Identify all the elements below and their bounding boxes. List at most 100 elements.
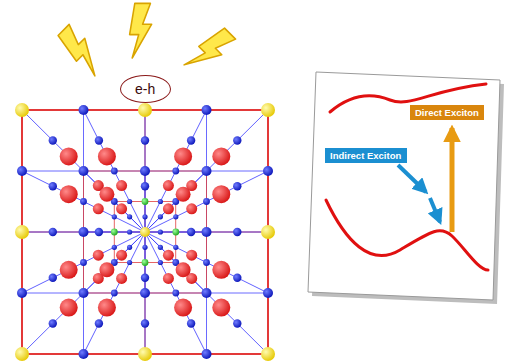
- atom-sphere: [79, 349, 89, 359]
- atom-sphere: [261, 347, 275, 361]
- atom-sphere: [116, 180, 127, 191]
- atom-sphere: [80, 259, 87, 266]
- atom-sphere: [141, 182, 149, 190]
- atom-sphere: [112, 214, 117, 219]
- atom-sphere: [127, 229, 132, 234]
- atom-sphere: [158, 229, 163, 234]
- atom-sphere: [111, 290, 118, 297]
- atom-sphere: [60, 147, 78, 165]
- atom-sphere: [186, 203, 197, 214]
- atom-sphere: [112, 260, 117, 265]
- atom-sphere: [233, 228, 241, 236]
- atom-sphere: [140, 288, 150, 298]
- atom-sphere: [158, 199, 163, 204]
- atom-sphere: [186, 250, 197, 261]
- atom-sphere: [79, 288, 89, 298]
- crystal-lattice: [15, 103, 275, 361]
- atom-sphere: [187, 136, 195, 144]
- lattice-line: [145, 232, 268, 293]
- atom-sphere: [99, 187, 114, 202]
- atom-sphere: [212, 299, 230, 317]
- atom-sphere: [203, 198, 210, 205]
- atom-sphere: [60, 299, 78, 317]
- atom-sphere: [98, 299, 116, 317]
- lattice-line: [22, 110, 145, 232]
- atom-sphere: [142, 260, 147, 265]
- atom-sphere: [49, 228, 57, 236]
- atom-sphere: [111, 229, 118, 236]
- atom-sphere: [163, 203, 174, 214]
- atom-sphere: [212, 185, 230, 203]
- atom-sphere: [127, 245, 132, 250]
- atom-sphere: [233, 182, 241, 190]
- lattice-line: [84, 232, 146, 354]
- atom-sphere: [112, 199, 117, 204]
- atom-sphere: [60, 261, 78, 279]
- lattice-line: [22, 232, 145, 293]
- atom-sphere: [202, 105, 212, 115]
- atom-sphere: [187, 228, 195, 236]
- atom-sphere: [95, 136, 103, 144]
- atom-sphere: [141, 319, 149, 327]
- atom-sphere: [111, 168, 118, 175]
- atom-sphere: [15, 347, 29, 361]
- atom-sphere: [127, 214, 132, 219]
- lattice-line: [84, 171, 146, 232]
- lattice-line: [22, 232, 145, 354]
- atom-sphere: [49, 274, 57, 282]
- direct-label-box: Direct Exciton: [410, 105, 484, 120]
- atom-sphere: [116, 273, 127, 284]
- lattice-line: [145, 232, 268, 354]
- atom-sphere: [173, 199, 178, 204]
- atom-sphere: [17, 288, 27, 298]
- lattice-frame: [22, 110, 268, 354]
- lattice-line: [84, 232, 146, 293]
- atom-sphere: [142, 245, 147, 250]
- atom-sphere: [173, 260, 178, 265]
- atom-sphere: [163, 250, 174, 261]
- atom-sphere: [173, 229, 178, 234]
- atom-sphere: [173, 214, 178, 219]
- atom-sphere: [15, 225, 29, 239]
- atom-sphere: [212, 147, 230, 165]
- atom-sphere: [49, 136, 57, 144]
- atom-sphere: [116, 250, 127, 261]
- atom-sphere: [202, 349, 212, 359]
- atom-sphere: [99, 262, 114, 277]
- atom-sphere: [203, 259, 210, 266]
- atom-sphere: [172, 229, 179, 236]
- atom-sphere: [142, 199, 147, 204]
- atom-sphere: [112, 245, 117, 250]
- atom-sphere: [138, 347, 152, 361]
- lattice-line: [22, 171, 145, 232]
- atom-sphere: [112, 229, 117, 234]
- atom-sphere: [202, 227, 212, 237]
- atom-sphere: [261, 103, 275, 117]
- atom-sphere: [141, 136, 149, 144]
- atom-sphere: [233, 274, 241, 282]
- atom-sphere: [49, 182, 57, 190]
- atom-sphere: [163, 180, 174, 191]
- atom-sphere: [174, 299, 192, 317]
- atom-sphere: [158, 245, 163, 250]
- atom-sphere: [49, 319, 57, 327]
- node-text: Direct Exciton: [415, 107, 479, 118]
- atom-sphere: [98, 147, 116, 165]
- atom-sphere: [127, 199, 132, 204]
- atom-sphere: [233, 319, 241, 327]
- atom-sphere: [95, 319, 103, 327]
- atom-sphere: [174, 147, 192, 165]
- atom-sphere: [142, 198, 149, 205]
- eh-oval: e-h: [120, 75, 171, 103]
- atom-sphere: [127, 260, 132, 265]
- atom-sphere: [202, 166, 212, 176]
- atom-sphere: [263, 166, 273, 176]
- atom-sphere: [140, 227, 150, 237]
- atom-sphere: [140, 166, 150, 176]
- atom-sphere: [176, 262, 191, 277]
- band-card: [308, 72, 504, 304]
- atom-sphere: [95, 228, 103, 236]
- atom-sphere: [60, 185, 78, 203]
- lattice-line: [84, 171, 207, 293]
